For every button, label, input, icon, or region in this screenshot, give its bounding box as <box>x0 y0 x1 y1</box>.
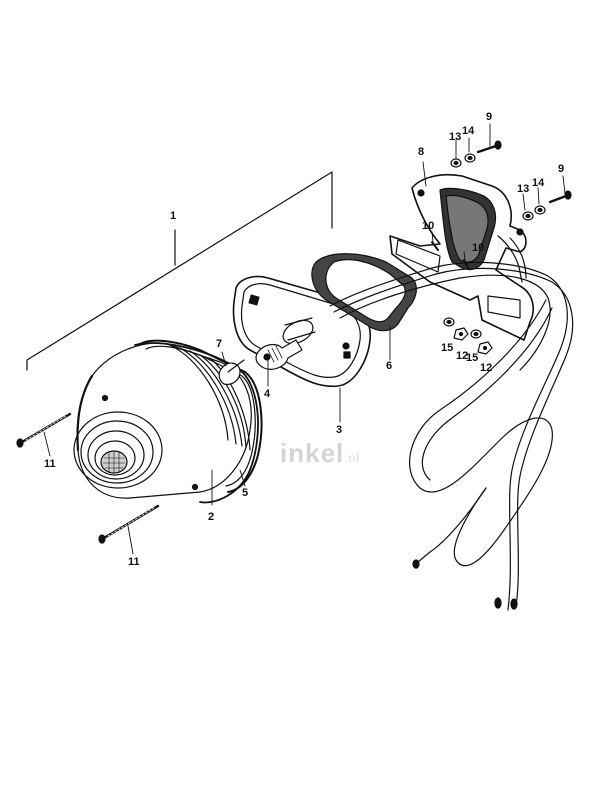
callout-14-right: 14 <box>532 177 545 189</box>
callout-12-left: 12 <box>456 350 469 362</box>
screw-small-left <box>431 241 439 251</box>
callout-13-top: 13 <box>449 131 462 143</box>
callout-15-right: 15 <box>466 352 479 364</box>
screw-small-right <box>463 259 469 269</box>
bulb-socket-contact <box>218 362 241 385</box>
callout-10-right: 10 <box>472 242 485 254</box>
callout-11-upper: 11 <box>44 458 56 470</box>
callout-13-right: 13 <box>517 183 530 195</box>
callout-3: 3 <box>336 424 343 436</box>
callout-9-top: 9 <box>486 111 493 123</box>
callout-6: 6 <box>386 360 393 372</box>
watermark-inkel: inkel <box>280 438 345 468</box>
license-bracket <box>389 173 534 341</box>
leader-lines <box>43 123 566 555</box>
callout-11-lower: 11 <box>128 556 140 568</box>
callout-8: 8 <box>418 146 425 158</box>
bracket-screw-right <box>522 190 572 221</box>
callout-1: 1 <box>170 210 177 222</box>
callout-2: 2 <box>208 511 215 523</box>
callout-5: 5 <box>242 487 249 499</box>
watermark-suffix: .nl <box>344 451 360 465</box>
callout-9-right: 9 <box>558 163 565 175</box>
callout-4: 4 <box>264 388 271 400</box>
assembly-bracket <box>26 171 333 371</box>
watermark-logo-line2: inkel.nl <box>280 438 360 469</box>
callout-7: 7 <box>216 338 223 350</box>
screw-long-upper <box>16 412 72 448</box>
callout-10-left: 10 <box>422 220 435 232</box>
callout-12-right: 12 <box>480 362 493 374</box>
tail-lamp-housing <box>73 342 259 504</box>
lens-gasket <box>139 339 263 493</box>
callout-15-left: 15 <box>441 342 454 354</box>
callout-14-top: 14 <box>462 125 475 137</box>
bulb <box>255 339 303 370</box>
wiring-harness <box>329 261 574 611</box>
screw-long-lower <box>98 504 160 544</box>
nuts-and-washers <box>443 317 493 355</box>
bracket-screw-top <box>450 140 502 168</box>
